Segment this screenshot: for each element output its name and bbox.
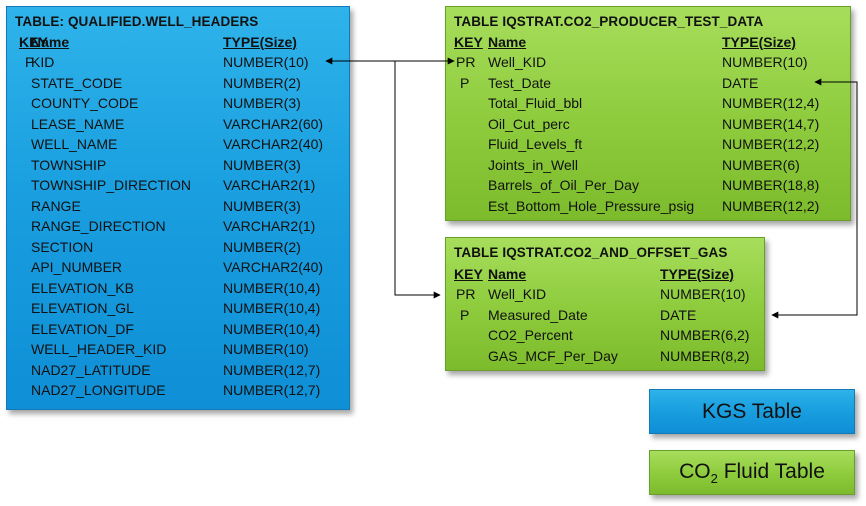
producer-test-cell-name: Joints_in_Well [488,156,579,173]
legend-co2-subscript: 2 [710,470,718,486]
well-headers-cell-name: LEASE_NAME [31,115,125,132]
producer-test-header-name: Name [488,33,527,50]
well-headers-cell-name: ELEVATION_DF [31,320,134,337]
offset-gas-title: TABLE IQSTRAT.CO2_AND_OFFSET_GAS [454,245,728,260]
producer-test-header-key: KEY [454,33,483,50]
well-headers-cell-type: NUMBER(12,7) [223,382,321,398]
well-headers-cell-name: NAD27_LONGITUDE [31,382,166,398]
offset-gas-cell-type: NUMBER(10) [660,286,746,302]
producer-test-cell-name: Fluid_Levels_ft [488,136,583,152]
well-headers-cell-type: VARCHAR2(40) [223,136,324,152]
offset-gas-cell-key: PR [456,286,476,302]
well-headers-cell-name: RANGE_DIRECTION [31,218,166,234]
well-headers-cell-name: API_NUMBER [31,259,123,275]
producer-test-cell-name: Test_Date [488,74,552,91]
offset-gas-table: TABLE IQSTRAT.CO2_AND_OFFSET_GAS KEY Name… [445,237,765,371]
offset-gas-header-name: Name [488,265,527,282]
legend-co2-suffix: Fluid Table [717,459,825,483]
producer-test-title: TABLE IQSTRAT.CO2_PRODUCER_TEST_DATA [454,14,764,29]
well-headers-cell-name: TOWNSHIP [31,156,107,173]
well-headers-cell-name: NAD27_LATITUDE [31,361,151,378]
well-headers-cell-name: RANGE [31,197,81,214]
well-headers-cell-name: ELEVATION_KB [31,279,134,296]
well-headers-cell-type: NUMBER(10) [223,341,309,357]
offset-gas-cell-name: Measured_Date [488,306,588,323]
well-headers-cell-type: NUMBER(10) [223,54,309,70]
well-headers-cell-name: TOWNSHIP_DIRECTION [31,177,191,193]
legend-co2-table: CO2 Fluid Table [649,450,855,495]
well-headers-cell-type: NUMBER(10,4) [223,320,321,337]
offset-gas-cell-type: DATE [660,306,697,323]
well-headers-cell-type: VARCHAR2(1) [223,218,316,234]
well-headers-cell-name: ELEVATION_GL [31,300,134,316]
well-headers-header-name: Name [31,33,70,50]
well-headers-cell-type: NUMBER(2) [223,238,301,255]
well-headers-title: TABLE: QUALIFIED.WELL_HEADERS [15,14,259,29]
legend-co2-label: CO2 Fluid Table [679,460,825,486]
arrow-test-date-to-measured-date [771,78,858,319]
legend-co2-prefix: CO [679,459,711,483]
well-headers-cell-type: VARCHAR2(60) [223,115,324,132]
well-headers-cell-type: NUMBER(12,7) [223,361,321,378]
producer-test-cell-name: Total_Fluid_bbl [488,95,583,111]
producer-test-cell-key: PR [456,54,476,70]
offset-gas-header-key: KEY [454,265,483,282]
well-headers-cell-type: VARCHAR2(40) [223,259,324,275]
producer-test-cell-key: P [460,74,470,91]
well-headers-cell-name: STATE_CODE [31,74,123,91]
well-headers-cell-name: KID [31,54,55,70]
well-headers-cell-type: NUMBER(2) [223,74,301,91]
well-headers-cell-name: WELL_HEADER_KID [31,341,167,357]
well-headers-header-key: KEY [19,33,48,50]
legend-kgs-label: KGS Table [701,399,802,423]
well-headers-cell-type: NUMBER(10,4) [223,300,321,316]
well-headers-header-type: TYPE(Size) [223,33,297,50]
well-headers-cell-type: VARCHAR2(1) [223,177,316,193]
offset-gas-cell-type: NUMBER(6,2) [660,327,750,343]
offset-gas-cell-type: NUMBER(8,2) [660,347,750,364]
producer-test-cell-name: Well_KID [488,54,547,70]
well-headers-cell-name: WELL_NAME [31,136,118,152]
legend-kgs-table: KGS Table [649,389,855,434]
producer-test-cell-type: DATE [722,74,759,91]
producer-test-header-type: TYPE(Size) [722,33,796,50]
well-headers-cell-name: SECTION [31,238,94,255]
producer-test-cell-name: Oil_Cut_perc [488,115,570,132]
producer-test-cell-type: NUMBER(10) [722,54,808,70]
well-headers-cell-key: P [25,54,35,70]
producer-test-table: TABLE IQSTRAT.CO2_PRODUCER_TEST_DATA KEY… [445,6,851,221]
offset-gas-cell-name: Well_KID [488,286,547,302]
offset-gas-header-type: TYPE(Size) [660,265,734,282]
well-headers-cell-type: NUMBER(3) [223,95,301,111]
producer-test-cell-name: Barrels_of_Oil_Per_Day [488,177,639,193]
arrow-kid-to-offset-well-kid [394,61,441,299]
offset-gas-cell-name: CO2_Percent [488,327,573,343]
well-headers-cell-type: NUMBER(3) [223,156,301,173]
well-headers-cell-type: NUMBER(10,4) [223,279,321,296]
offset-gas-cell-key: P [460,306,470,323]
producer-test-cell-name: Est_Bottom_Hole_Pressure_psig [488,197,695,214]
well-headers-cell-name: COUNTY_CODE [31,95,139,111]
well-headers-cell-type: NUMBER(3) [223,197,301,214]
offset-gas-cell-name: GAS_MCF_Per_Day [488,347,618,364]
